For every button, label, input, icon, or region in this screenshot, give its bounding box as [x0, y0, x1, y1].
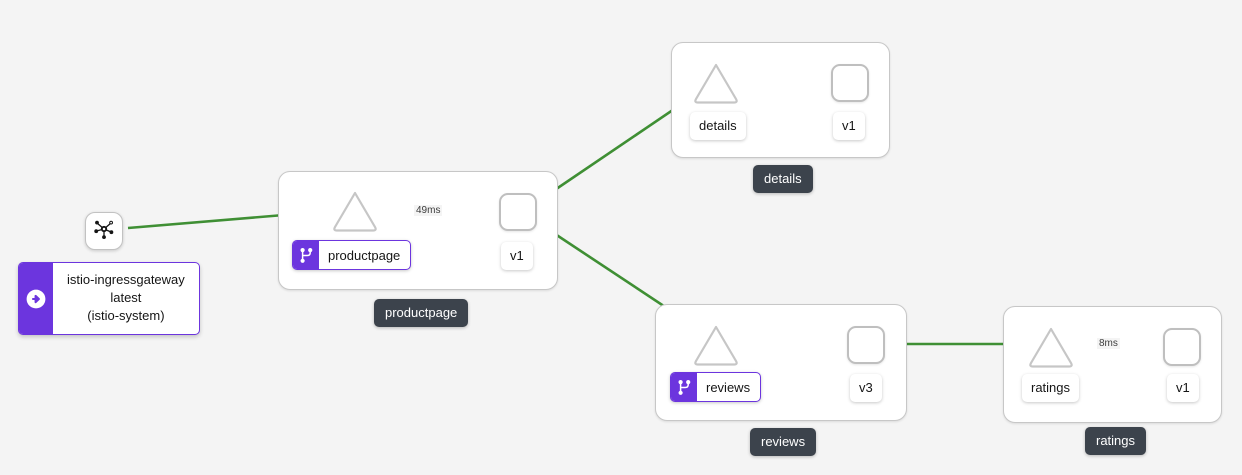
rounded-square-workload-icon[interactable] [847, 326, 885, 364]
service-label-productpage[interactable]: productpage [292, 240, 412, 270]
virtual-service-icon [293, 241, 319, 269]
workload-label-details-v1[interactable]: v1 [833, 112, 865, 140]
mesh-hub-icon [92, 217, 116, 246]
triangle-service-icon[interactable] [1026, 325, 1076, 369]
arrow-circle-right-icon [19, 263, 53, 334]
workload-label-ratings-v1[interactable]: v1 [1167, 374, 1199, 402]
triangle-service-icon[interactable] [691, 61, 741, 105]
service-label-reviews-text: reviews [706, 379, 751, 395]
edge-productpage-to-details [539, 95, 693, 202]
group-productpage[interactable] [278, 171, 558, 290]
ingress-gateway-node[interactable] [85, 212, 123, 250]
service-label-details[interactable]: details [690, 112, 746, 140]
virtual-service-icon [671, 373, 697, 401]
ingress-gateway-namespace: (istio-system) [87, 308, 165, 323]
group-ratings[interactable] [1003, 306, 1222, 423]
group-badge-details[interactable]: details [753, 165, 813, 193]
ingress-gateway-name: istio-ingressgateway [67, 272, 185, 287]
group-reviews[interactable] [655, 304, 907, 421]
workload-label-reviews-v3[interactable]: v3 [850, 374, 882, 402]
edge-label-productpage: 49ms [414, 205, 443, 216]
workload-label-productpage-v1[interactable]: v1 [501, 242, 533, 270]
ingress-gateway-label-card[interactable]: istio-ingressgateway latest (istio-syste… [18, 262, 200, 335]
rounded-square-workload-icon[interactable] [1163, 328, 1201, 366]
group-details[interactable] [671, 42, 890, 158]
triangle-service-icon[interactable] [330, 189, 380, 233]
group-badge-productpage[interactable]: productpage [374, 299, 469, 327]
service-label-reviews[interactable]: reviews [670, 372, 762, 402]
group-badge-reviews[interactable]: reviews [750, 428, 817, 456]
rounded-square-workload-icon[interactable] [831, 64, 869, 102]
rounded-square-workload-icon[interactable] [499, 193, 537, 231]
triangle-service-icon[interactable] [691, 323, 741, 367]
service-label-productpage-text: productpage [328, 247, 401, 263]
group-badge-ratings[interactable]: ratings [1085, 427, 1147, 455]
service-label-ratings[interactable]: ratings [1022, 374, 1080, 402]
ingress-gateway-text: istio-ingressgateway latest (istio-syste… [53, 263, 199, 334]
edge-label-ratings: 8ms [1097, 338, 1120, 349]
ingress-gateway-version: latest [110, 290, 142, 305]
